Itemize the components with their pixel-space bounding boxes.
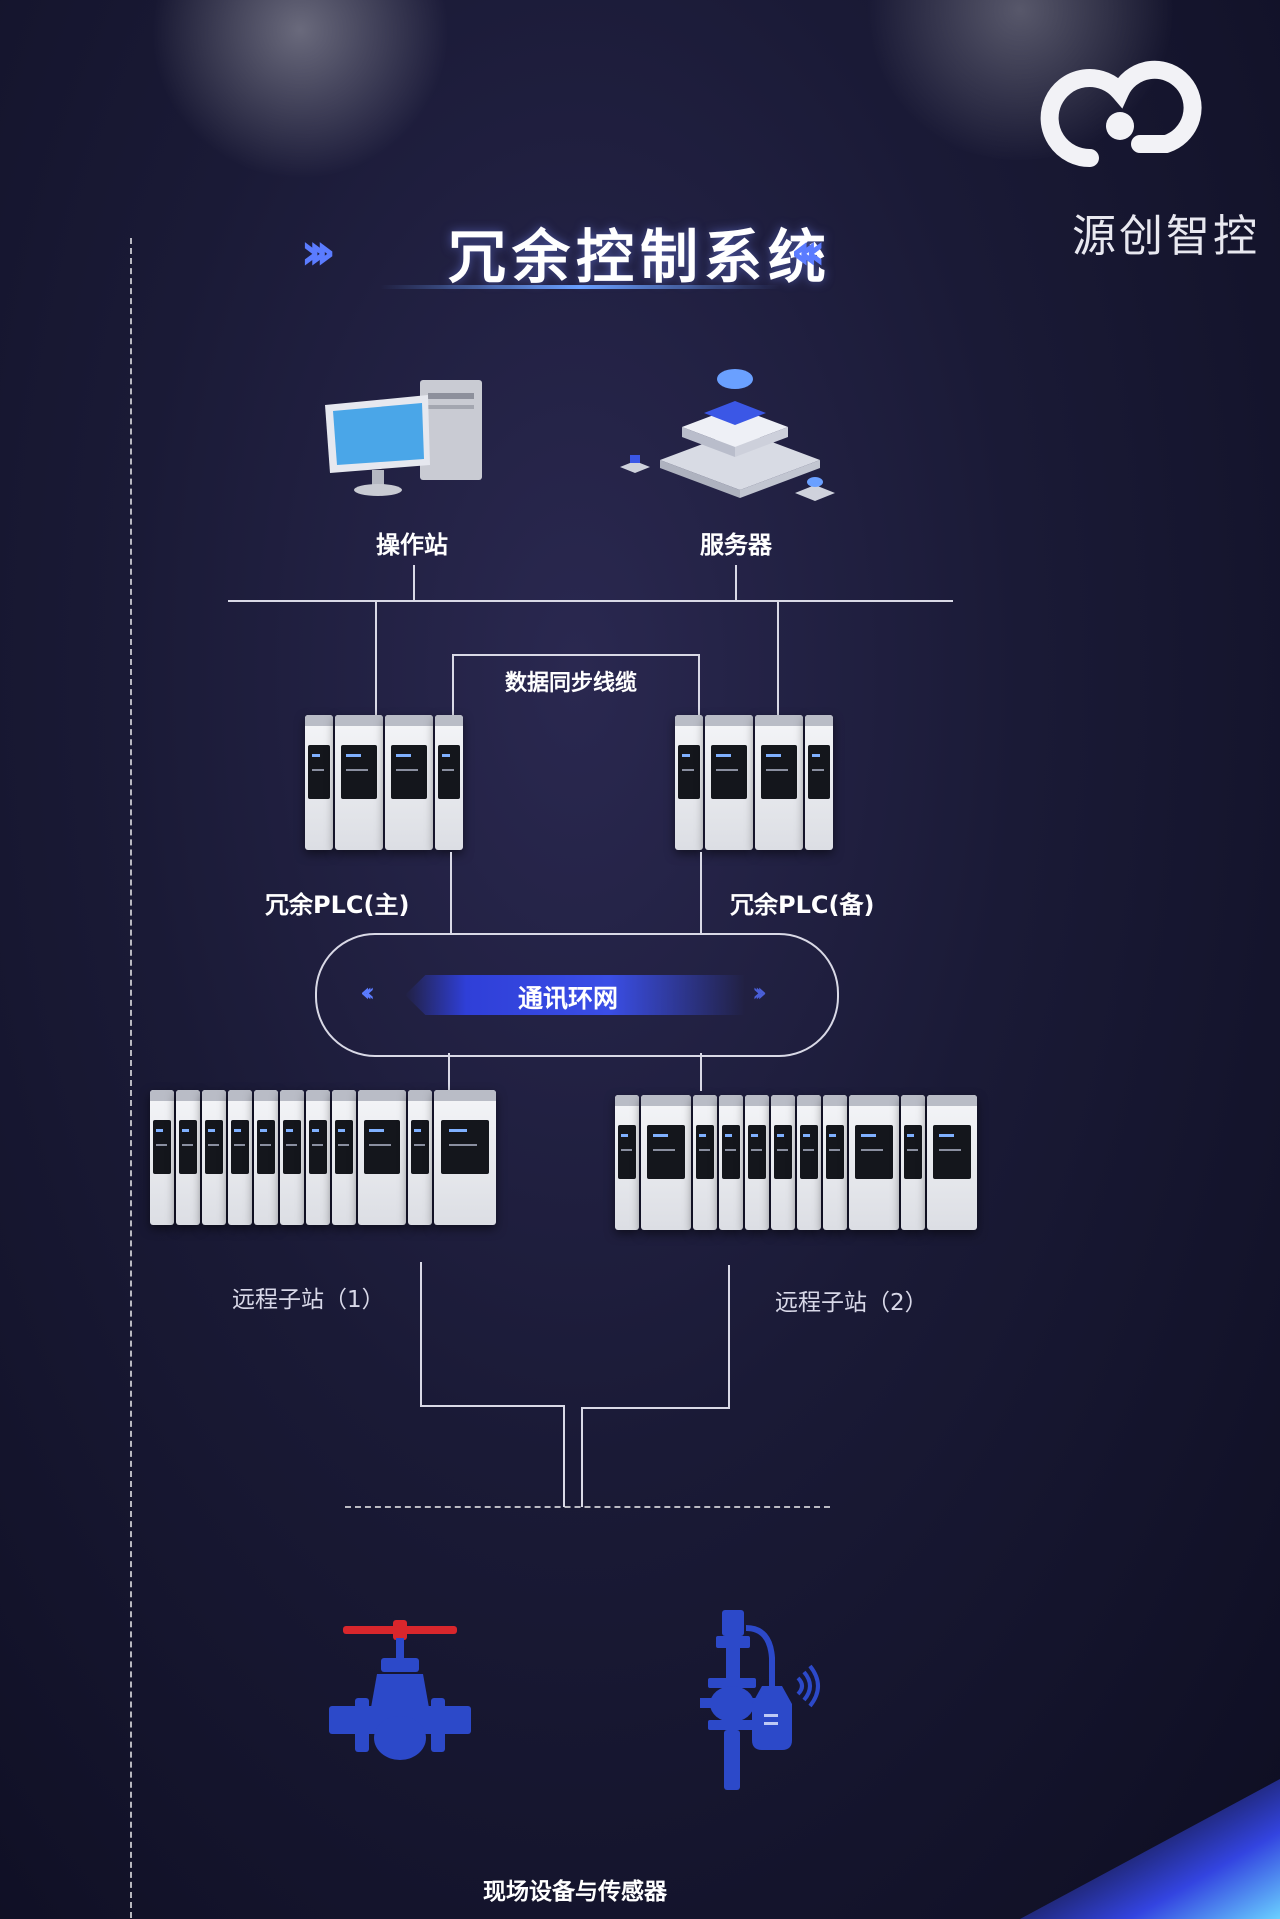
plc-primary-uplink [375,600,377,715]
remote-station-2-modules [615,1095,977,1230]
io-module [434,1090,496,1225]
valve-icon [329,1620,471,1760]
station2-field-riser [581,1407,583,1507]
io-module [408,1090,432,1225]
io-module [176,1090,200,1225]
station2-field-drop [728,1265,730,1409]
ring-left-chevrons: ‹‹‹ [360,978,375,1008]
plc-module [705,715,753,850]
station1-field-riser [563,1405,565,1507]
io-module [150,1090,174,1225]
io-module [901,1095,925,1230]
io-module [228,1090,252,1225]
plc-primary-modules [305,715,463,850]
operator-station [320,375,495,500]
server-label: 服务器 [700,531,772,559]
io-module [358,1090,406,1225]
io-module [745,1095,769,1230]
io-module [823,1095,847,1230]
brand-name: 源创智控 [1072,211,1260,262]
computer-icon [325,380,482,496]
station1-field-run [420,1405,565,1407]
operator-station-label: 操作站 [376,531,448,559]
plc-module [435,715,463,850]
flowmeter-sensor [700,1608,845,1793]
server-cloud-icon [620,369,835,501]
station2-field-run [581,1407,730,1409]
network-bus [228,600,953,602]
field-devices-label: 现场设备与传感器 [483,1879,667,1905]
plc-backup-modules [675,715,833,850]
plc-backup-uplink [777,600,779,715]
sync-cable-left [452,654,454,716]
io-module [615,1095,639,1230]
io-module [797,1095,821,1230]
field-bus-dashed [345,1506,830,1508]
title-right-chevrons: ‹‹‹ [790,222,826,282]
io-module [306,1090,330,1225]
ring-station1-link [448,1053,450,1091]
io-module [719,1095,743,1230]
io-module [771,1095,795,1230]
brand-logo-icon [1040,60,1202,168]
io-module [641,1095,691,1230]
plc-module [335,715,383,850]
sync-cable-right [698,654,700,716]
plc-module [755,715,803,850]
sync-cable-label: 数据同步线缆 [505,671,638,696]
flowmeter-sensor-icon [700,1610,820,1790]
plc-module [385,715,433,850]
title-underline [380,285,780,289]
io-module [202,1090,226,1225]
ring-station2-link [700,1053,702,1091]
plc-module [305,715,333,850]
plc-module [675,715,703,850]
plc-module [805,715,833,850]
io-module [849,1095,899,1230]
io-module [280,1090,304,1225]
io-module [927,1095,977,1230]
remote-station-2-label: 远程子站（2） [775,1290,928,1316]
operator-drop [413,565,415,601]
ring-right-chevrons: ››› [752,978,767,1008]
left-dashed-border [130,238,132,1918]
plc-primary-ring-link [450,852,452,934]
page-title: 冗余控制系统 [447,223,832,291]
sync-cable-top [452,654,700,656]
remote-station-1-label: 远程子站（1） [232,1287,385,1313]
plc-backup-label: 冗余PLC(备) [730,891,875,919]
comm-ring [315,933,839,1057]
station1-field-drop [420,1262,422,1407]
valve [325,1618,475,1773]
comm-ring-label: 通讯环网 [518,984,619,1013]
io-module [693,1095,717,1230]
remote-station-1-modules [150,1090,496,1225]
plc-backup-ring-link [700,852,702,934]
server [610,365,850,515]
plc-primary-label: 冗余PLC(主) [265,891,410,919]
io-module [332,1090,356,1225]
comm-ring-banner [405,975,745,1015]
server-drop [735,565,737,601]
corner-decoration [1020,1779,1280,1919]
io-module [254,1090,278,1225]
brand-logo [1020,28,1220,178]
